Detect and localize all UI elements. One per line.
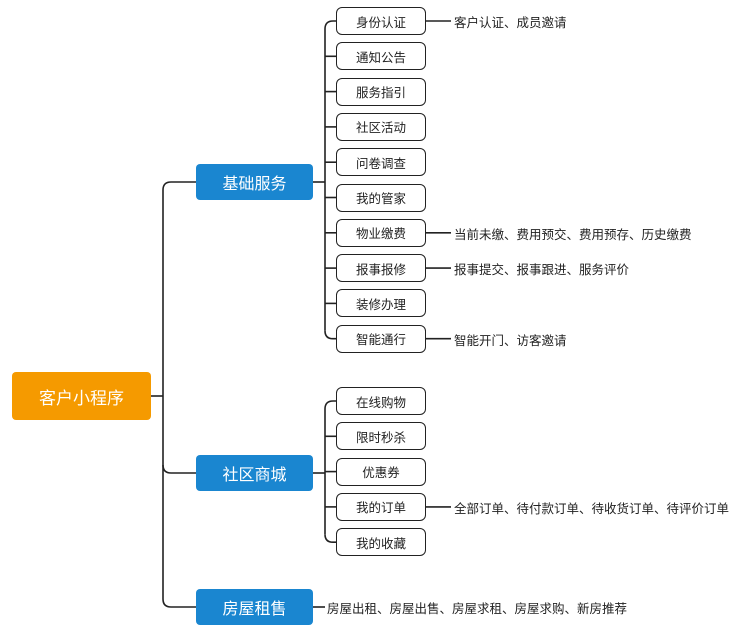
category-node: 基础服务 [196, 164, 313, 200]
branch-connector-1 [162, 464, 196, 474]
leaf-connector [324, 20, 336, 30]
leaf-node: 身份认证 [336, 7, 426, 35]
leaf-detail-text: 当前未缴、费用预交、费用预存、历史缴费 [454, 226, 692, 242]
leaf-connector [324, 400, 336, 410]
category-detail-text: 房屋出租、房屋出售、房屋求租、房屋求购、新房推荐 [327, 601, 628, 616]
leaf-node: 服务指引 [336, 77, 426, 106]
branch-connector-2 [162, 598, 196, 608]
leaf-node: 装修办理 [336, 289, 426, 318]
leaf-node: 我的收藏 [336, 528, 426, 557]
root-node: 客户小程序 [12, 372, 151, 420]
leaf-detail-text: 报事提交、报事跟进、服务评价 [454, 262, 630, 278]
branch-connector-0 [162, 181, 196, 191]
leaf-detail-text: 智能开门、访客邀请 [454, 332, 567, 348]
leaf-detail-text: 全部订单、待付款订单、待收货订单、待评价订单 [454, 500, 730, 516]
leaf-node: 我的管家 [336, 183, 426, 212]
leaf-node: 限时秒杀 [336, 422, 426, 451]
category-node: 社区商城 [196, 455, 313, 491]
leaf-node: 我的订单 [336, 492, 426, 521]
leaf-detail-text: 客户认证、成员邀请 [454, 15, 567, 30]
leaf-node: 智能通行 [336, 324, 426, 353]
leaf-node: 在线购物 [336, 387, 426, 415]
leaf-node: 优惠券 [336, 457, 426, 486]
leaf-node: 物业缴费 [336, 218, 426, 247]
leaf-connector [324, 534, 336, 543]
leaf-node: 通知公告 [336, 42, 426, 71]
leaf-node: 社区活动 [336, 112, 426, 141]
leaf-node: 问卷调查 [336, 148, 426, 177]
category-node: 房屋租售 [196, 589, 313, 625]
leaf-node: 报事报修 [336, 254, 426, 283]
leaf-connector [324, 330, 336, 340]
